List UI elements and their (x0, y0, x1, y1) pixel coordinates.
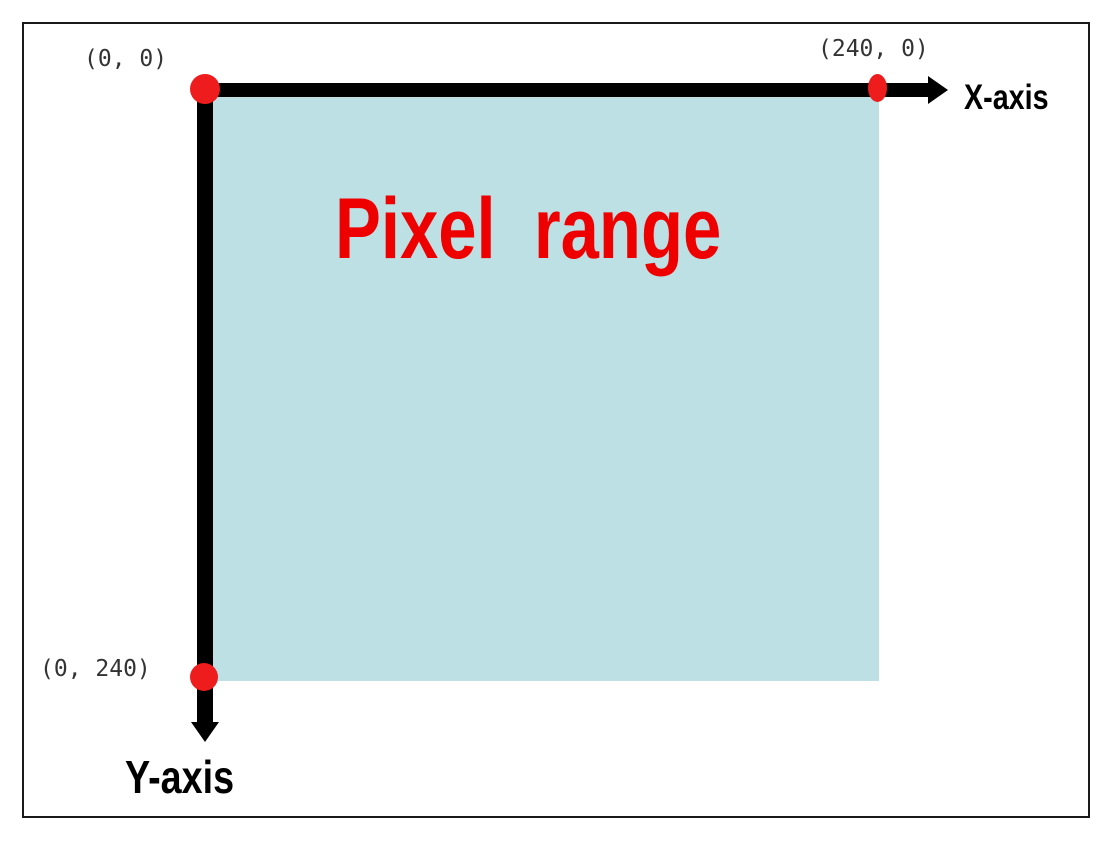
x-end-point (868, 74, 887, 102)
y-end-point (190, 663, 218, 691)
y-axis-label: Y-axis (125, 751, 235, 803)
y-axis-line (197, 83, 213, 728)
y-axis-arrow-icon (191, 722, 219, 742)
x-axis-arrow-icon (928, 76, 948, 104)
diagram-title: Pixel range (335, 181, 722, 277)
origin-coordinate-label: (0, 0) (84, 46, 168, 72)
pixel-range-area (212, 96, 879, 681)
x-axis-label: X-axis (964, 78, 1049, 117)
y-end-coordinate-label: (0, 240) (40, 656, 151, 682)
x-end-coordinate-label: (240, 0) (818, 36, 929, 62)
origin-point (190, 74, 220, 104)
x-axis-line (197, 83, 932, 97)
